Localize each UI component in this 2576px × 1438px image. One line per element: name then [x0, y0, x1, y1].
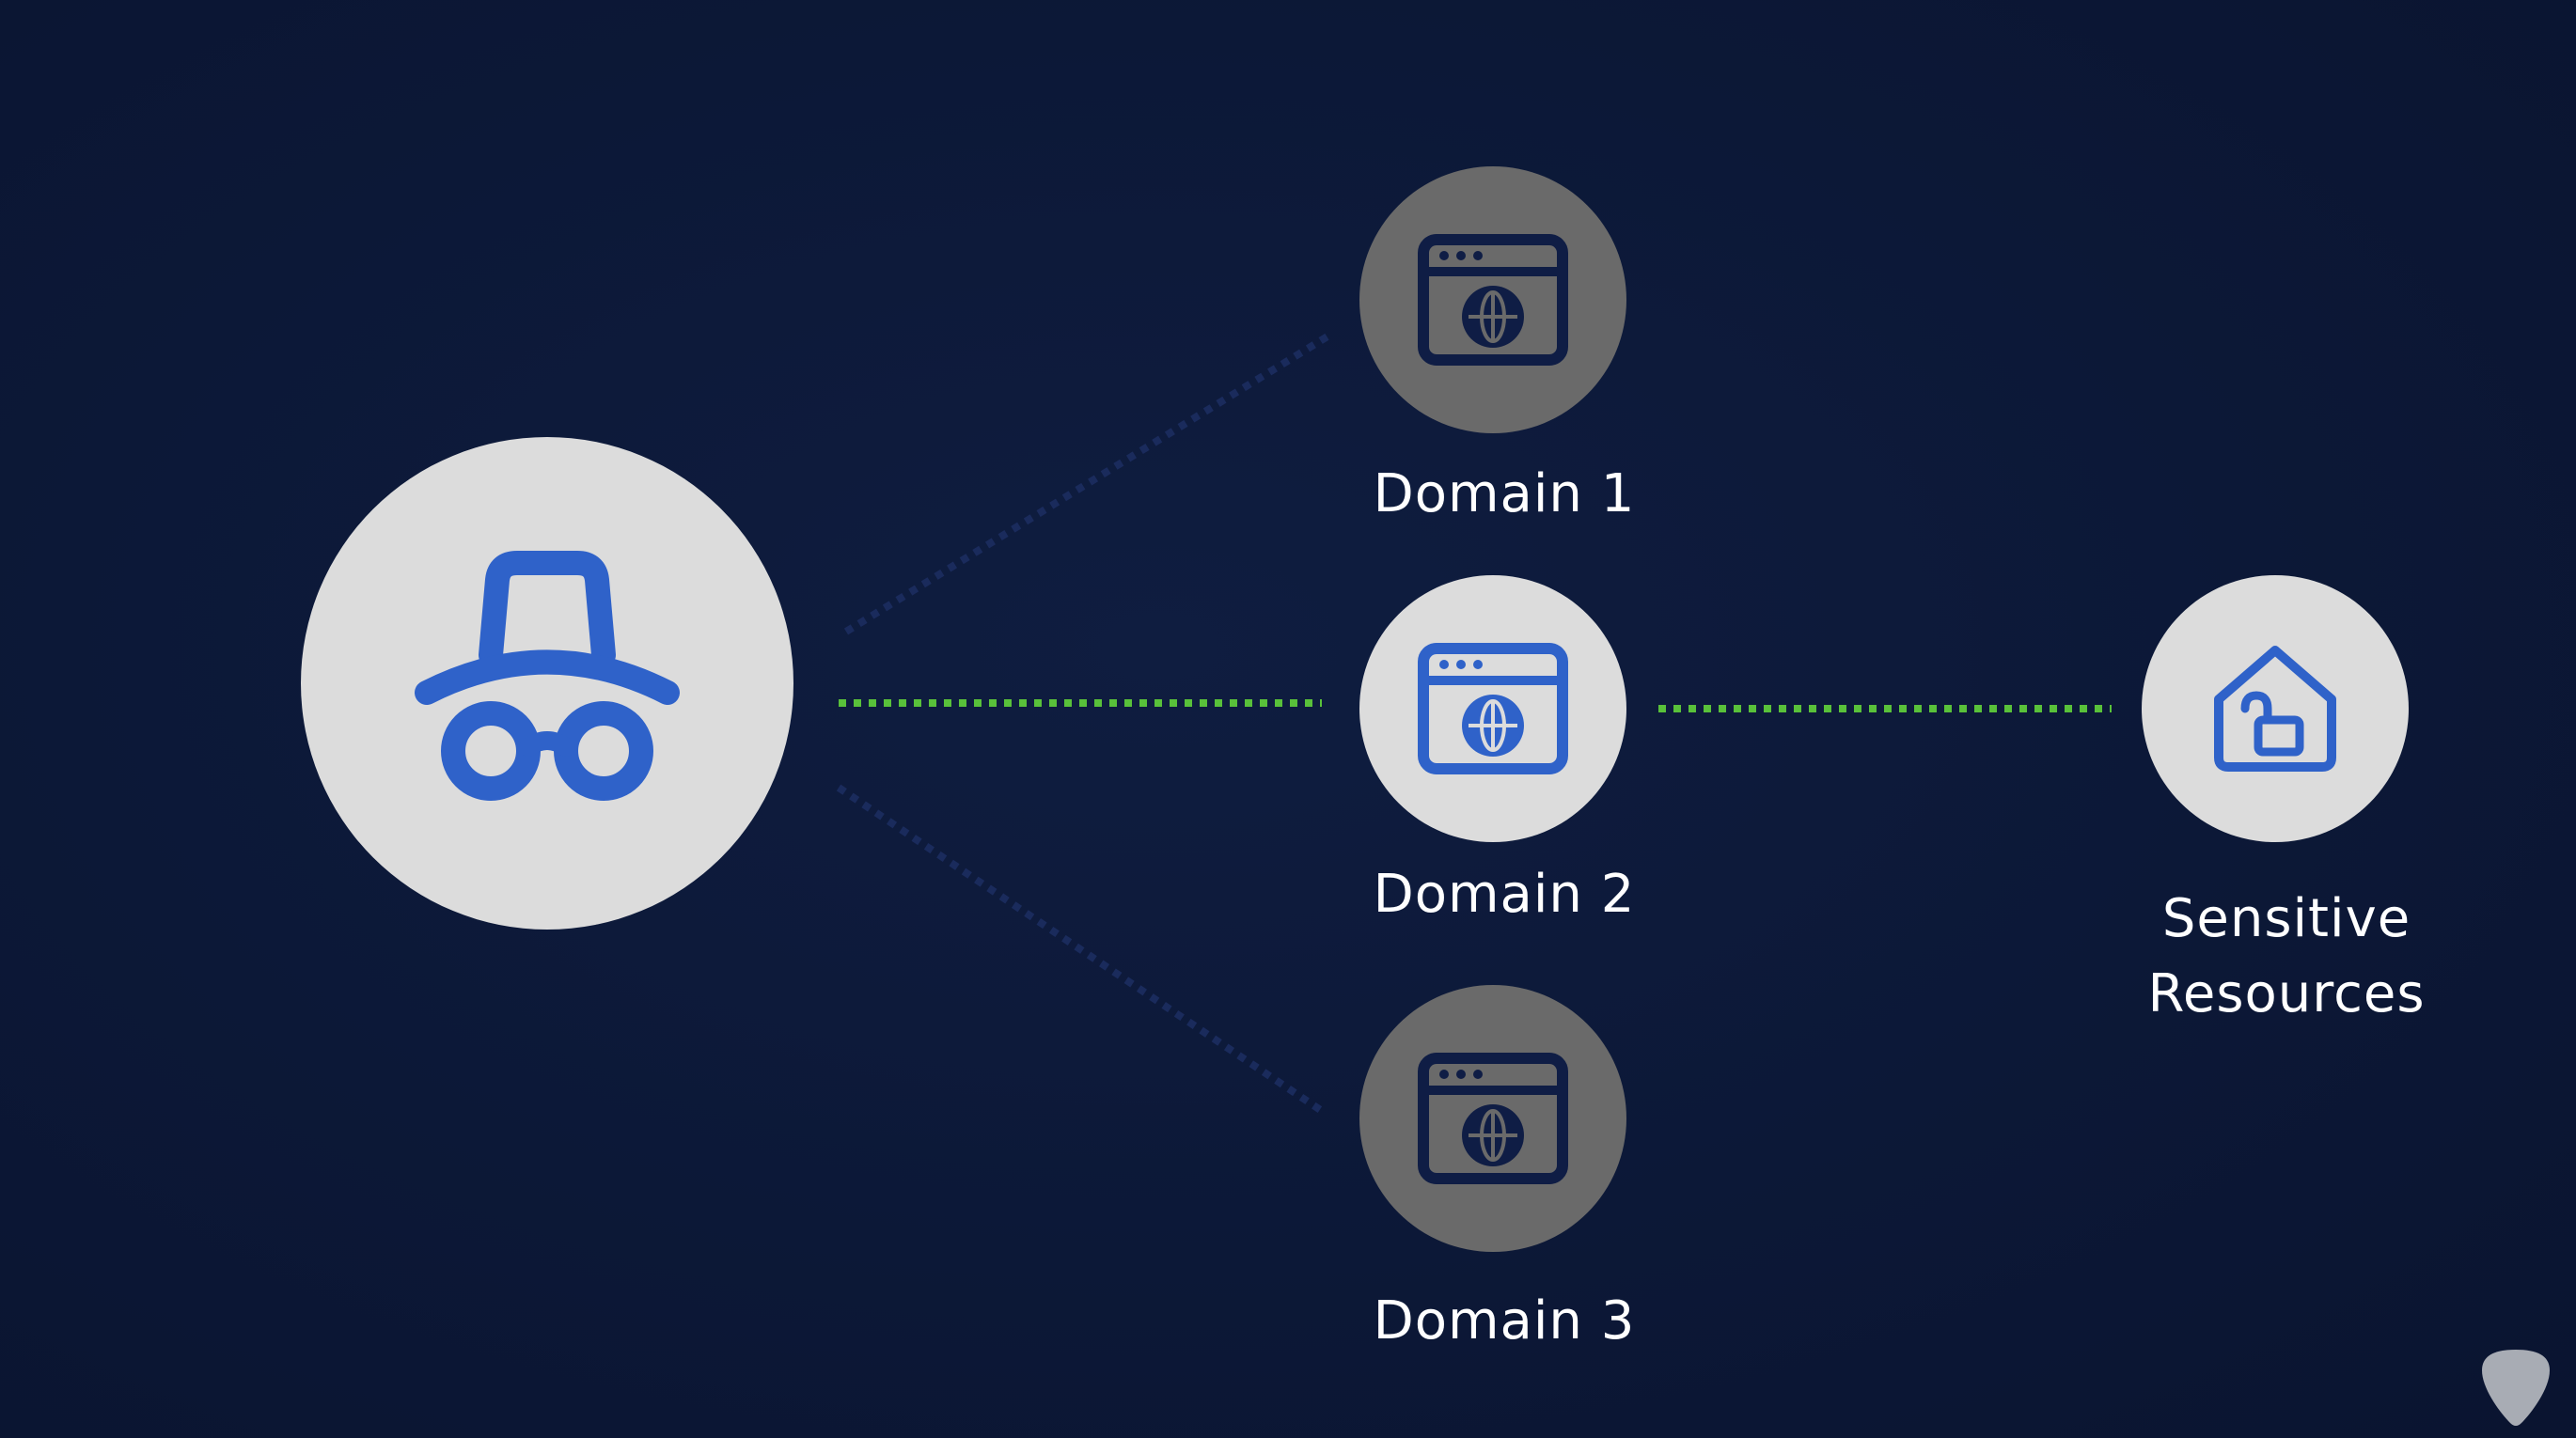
browser-globe-icon — [1418, 643, 1568, 774]
sensitive-resources-label: Sensitive Resources — [2098, 882, 2474, 1032]
domain-1-label: Domain 1 — [1373, 463, 1636, 524]
sensitive-resources-label-line1: Sensitive — [2161, 888, 2411, 949]
guitar-pick-icon — [2482, 1350, 2550, 1426]
attacker-node — [301, 437, 793, 930]
edge-attacker-domain-3 — [836, 784, 1325, 1115]
sensitive-resources-label-line2: Resources — [2147, 963, 2426, 1024]
domain-3-label: Domain 3 — [1373, 1290, 1636, 1352]
incognito-icon — [415, 551, 680, 801]
domain-2-node — [1359, 575, 1626, 842]
browser-globe-icon — [1418, 1053, 1568, 1184]
edge-attacker-domain-1 — [843, 333, 1330, 635]
browser-globe-icon — [1418, 234, 1568, 366]
domain-2-label: Domain 2 — [1373, 864, 1636, 925]
domain-3-node — [1359, 985, 1626, 1252]
domain-1-node — [1359, 166, 1626, 433]
sensitive-resources-node — [2142, 575, 2409, 842]
unlocked-house-icon — [2214, 646, 2336, 772]
